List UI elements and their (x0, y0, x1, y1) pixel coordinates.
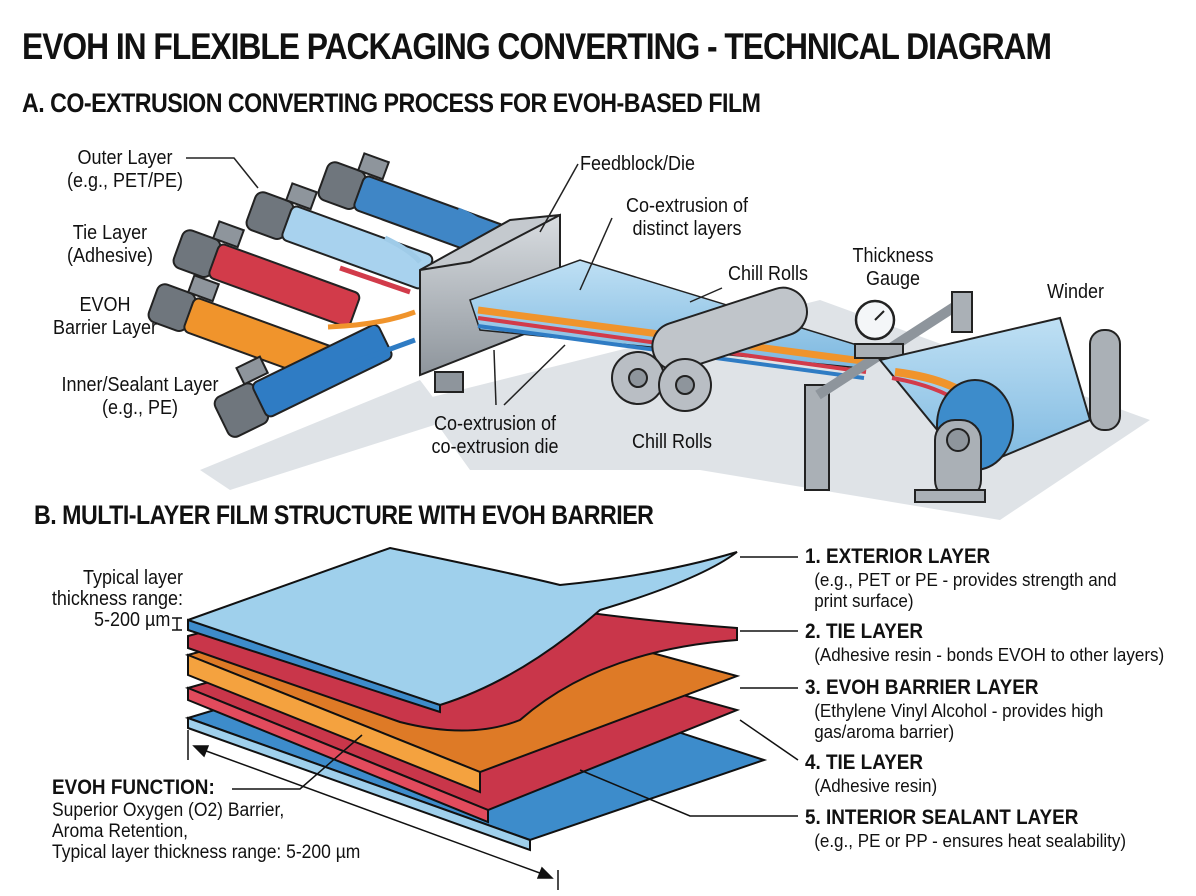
width-dimension-arrow (187, 730, 559, 890)
leader-lines-b (232, 556, 799, 817)
label-outer-layer: Outer Layer (e.g., PET/PE) (67, 147, 184, 193)
label-winder: Winder (1047, 281, 1105, 303)
legend-layer-2-desc-1: (Adhesive resin - bonds EVOH to other la… (814, 644, 1165, 665)
label-evoh-barrier-layer: EVOH Barrier Layer (47, 294, 164, 340)
label-tie-layer-line1: Tie Layer (72, 222, 148, 244)
legend-layer-1-desc-2: print surface) (814, 590, 914, 611)
label-chill-rolls-bottom: Chill Rolls (632, 431, 713, 453)
label-outer-layer-line2: (e.g., PET/PE) (66, 170, 184, 192)
label-thickness-line2: Gauge (865, 268, 921, 290)
label-inner-sealant-layer: Inner/Sealant Layer (e.g., PE) (59, 374, 221, 420)
winder (878, 316, 1121, 503)
legend-layer-3-title: 3. EVOH BARRIER LAYER (805, 676, 1039, 699)
evoh-function-line-1: Superior Oxygen (O2) Barrier, (52, 800, 285, 821)
thickness-note-line2: thickness range: (51, 588, 184, 610)
legend-layer-1-exterior: 1. EXTERIOR LAYER (e.g., PET or PE - pro… (805, 545, 1144, 611)
label-coex-die-line2: co-extrusion die (431, 436, 559, 458)
thickness-note: Typical layer thickness range: 5-200 µm (36, 568, 183, 631)
label-evoh-line1: EVOH (79, 294, 131, 316)
legend-layer-3-desc-2: gas/aroma barrier) (814, 721, 955, 742)
legend-layer-1-title: 1. EXTERIOR LAYER (805, 545, 991, 568)
legend-layer-2-title: 2. TIE LAYER (805, 620, 923, 643)
legend-layer-4-desc-1: (Adhesive resin) (814, 775, 938, 796)
legend-layer-4-tie: 4. TIE LAYER (Adhesive resin) (805, 751, 949, 796)
section-b-heading: B. MULTI-LAYER FILM STRUCTURE WITH EVOH … (34, 500, 654, 530)
legend-layer-5-sealant: 5. INTERIOR SEALANT LAYER (e.g., PE or P… (805, 806, 1154, 851)
label-chill-rolls-top: Chill Rolls (728, 263, 809, 285)
film-layer-stack (184, 546, 768, 852)
evoh-function-line-2: Aroma Retention, (52, 821, 189, 842)
legend-layer-5-title: 5. INTERIOR SEALANT LAYER (805, 806, 1079, 829)
thickness-note-line3: 5-200 µm (93, 609, 171, 631)
label-tie-layer-line2: (Adhesive) (66, 245, 154, 267)
label-feedblock-die: Feedblock/Die (580, 153, 696, 175)
legend-layer-3-desc-1: (Ethylene Vinyl Alcohol - provides high (814, 700, 1104, 721)
evoh-function-line-3: Typical layer thickness range: 5-200 µm (52, 842, 361, 863)
label-thickness-gauge: Thickness Gauge (844, 245, 943, 291)
label-thickness-line1: Thickness (852, 245, 934, 267)
legend-layer-2-tie: 2. TIE LAYER (Adhesive resin - bonds EVO… (805, 620, 1195, 665)
label-outer-layer-line1: Outer Layer (77, 147, 173, 169)
legend-layer-5-desc-1: (e.g., PE or PP - ensures heat sealabili… (814, 830, 1127, 851)
thickness-gauge (804, 291, 973, 491)
evoh-function-block: EVOH FUNCTION: Superior Oxygen (O2) Barr… (52, 776, 387, 863)
thickness-note-line1: Typical layer (82, 567, 183, 589)
section-a-heading: A. CO-EXTRUSION CONVERTING PROCESS FOR E… (22, 88, 761, 118)
extruder-evoh (147, 274, 336, 382)
evoh-function-heading: EVOH FUNCTION: (52, 776, 215, 799)
label-inner-line2: (e.g., PE) (101, 397, 179, 419)
extruder-tie-layer (172, 220, 361, 328)
label-coextrusion-distinct-layers: Co-extrusion of distinct layers (620, 195, 755, 241)
chill-rolls (611, 286, 808, 412)
legend-layer-3-evoh: 3. EVOH BARRIER LAYER (Ethylene Vinyl Al… (805, 676, 1129, 742)
label-tie-layer: Tie Layer (Adhesive) (61, 222, 160, 268)
page-title: EVOH IN FLEXIBLE PACKAGING CONVERTING - … (22, 26, 1052, 67)
thickness-bracket-icon (172, 617, 182, 631)
label-coex-layers-line1: Co-extrusion of (625, 195, 749, 217)
label-evoh-line2: Barrier Layer (52, 317, 158, 339)
extruder-inner-sealant (213, 323, 393, 438)
label-inner-line1: Inner/Sealant Layer (61, 374, 219, 396)
label-coex-die-line1: Co-extrusion of (433, 413, 557, 435)
legend-layer-1-desc-1: (e.g., PET or PE - provides strength and (814, 569, 1117, 590)
leader-lines-a (186, 157, 723, 406)
extruder-outer-a (317, 152, 506, 260)
label-coex-layers-line2: distinct layers (632, 218, 742, 240)
legend-layer-4-title: 4. TIE LAYER (805, 751, 923, 774)
label-coextrusion-die: Co-extrusion of co-extrusion die (423, 413, 567, 459)
